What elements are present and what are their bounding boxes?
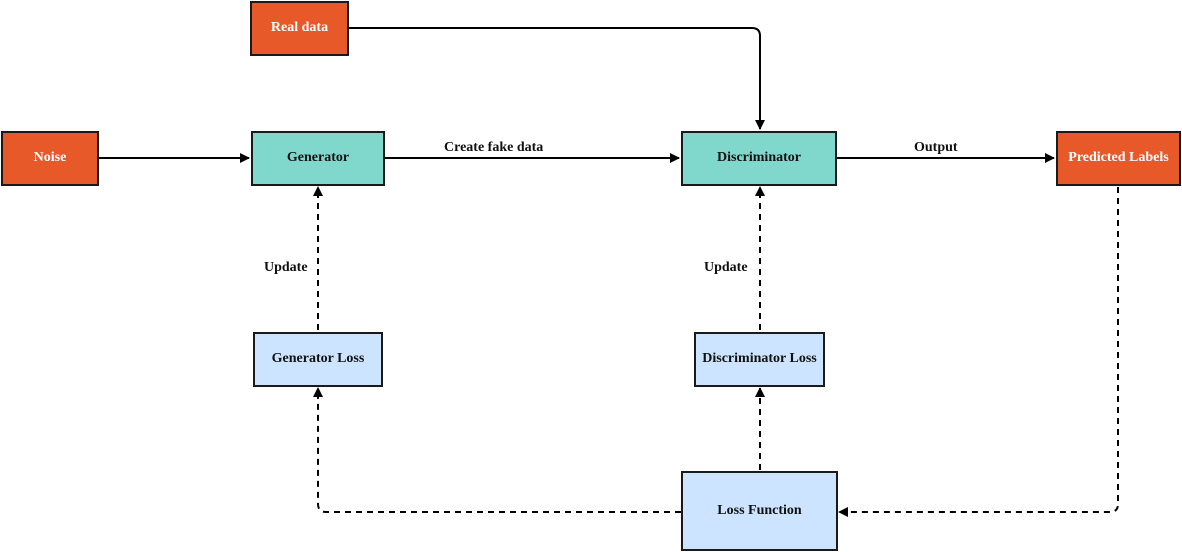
edge-realdata-to-discriminator <box>349 27 765 130</box>
generator-loss-node: Generator Loss <box>253 332 383 387</box>
update-generator-label: Update <box>262 260 310 275</box>
discriminator-label: Discriminator <box>717 150 801 166</box>
generator-node: Generator <box>251 131 385 186</box>
noise-node: Noise <box>1 131 99 186</box>
generator-loss-label: Generator Loss <box>271 351 365 367</box>
noise-label: Noise <box>33 150 67 166</box>
real-data-label: Real data <box>270 20 329 36</box>
real-data-node: Real data <box>250 1 349 56</box>
discriminator-loss-node: Discriminator Loss <box>694 332 825 387</box>
predicted-labels-label: Predicted Labels <box>1068 150 1169 166</box>
update-discriminator-label: Update <box>702 260 750 275</box>
discriminator-node: Discriminator <box>681 131 837 186</box>
edge-predicted-to-lossfn <box>838 187 1119 517</box>
edge-lossfn-to-generatorloss <box>313 387 681 513</box>
output-label: Output <box>912 140 960 155</box>
predicted-labels-node: Predicted Labels <box>1056 131 1181 186</box>
discriminator-loss-label: Discriminator Loss <box>702 351 817 367</box>
loss-function-node: Loss Function <box>681 471 838 551</box>
create-fake-data-label: Create fake data <box>442 140 546 155</box>
loss-function-label: Loss Function <box>717 502 802 518</box>
generator-label: Generator <box>286 150 350 166</box>
